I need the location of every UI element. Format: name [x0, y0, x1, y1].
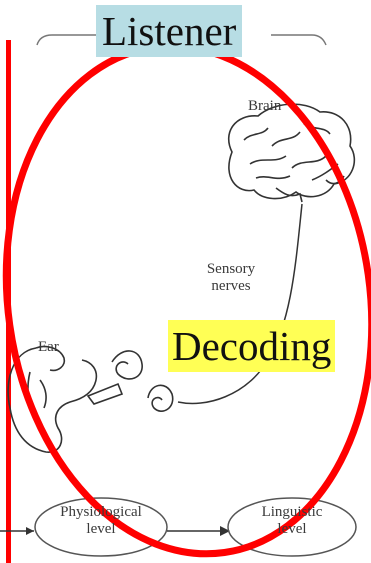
- sensory-nerves-label: Sensory nerves: [190, 261, 272, 295]
- annotation-ellipse: [0, 22, 371, 563]
- brain-icon: [229, 104, 355, 202]
- brain-label: Brain: [248, 98, 281, 115]
- sensory-nerve-path: [178, 204, 302, 403]
- ear-label: Ear: [38, 339, 59, 356]
- linguistic-level-label: Linguistic level: [234, 504, 350, 538]
- ear-icon: [8, 346, 173, 452]
- title-bracket-left: [37, 35, 96, 45]
- title-bracket-right: [271, 35, 326, 45]
- diagram-title: Listener: [96, 5, 242, 57]
- physiological-level-label: Physiological level: [40, 504, 162, 538]
- decoding-callout: Decoding: [168, 320, 335, 372]
